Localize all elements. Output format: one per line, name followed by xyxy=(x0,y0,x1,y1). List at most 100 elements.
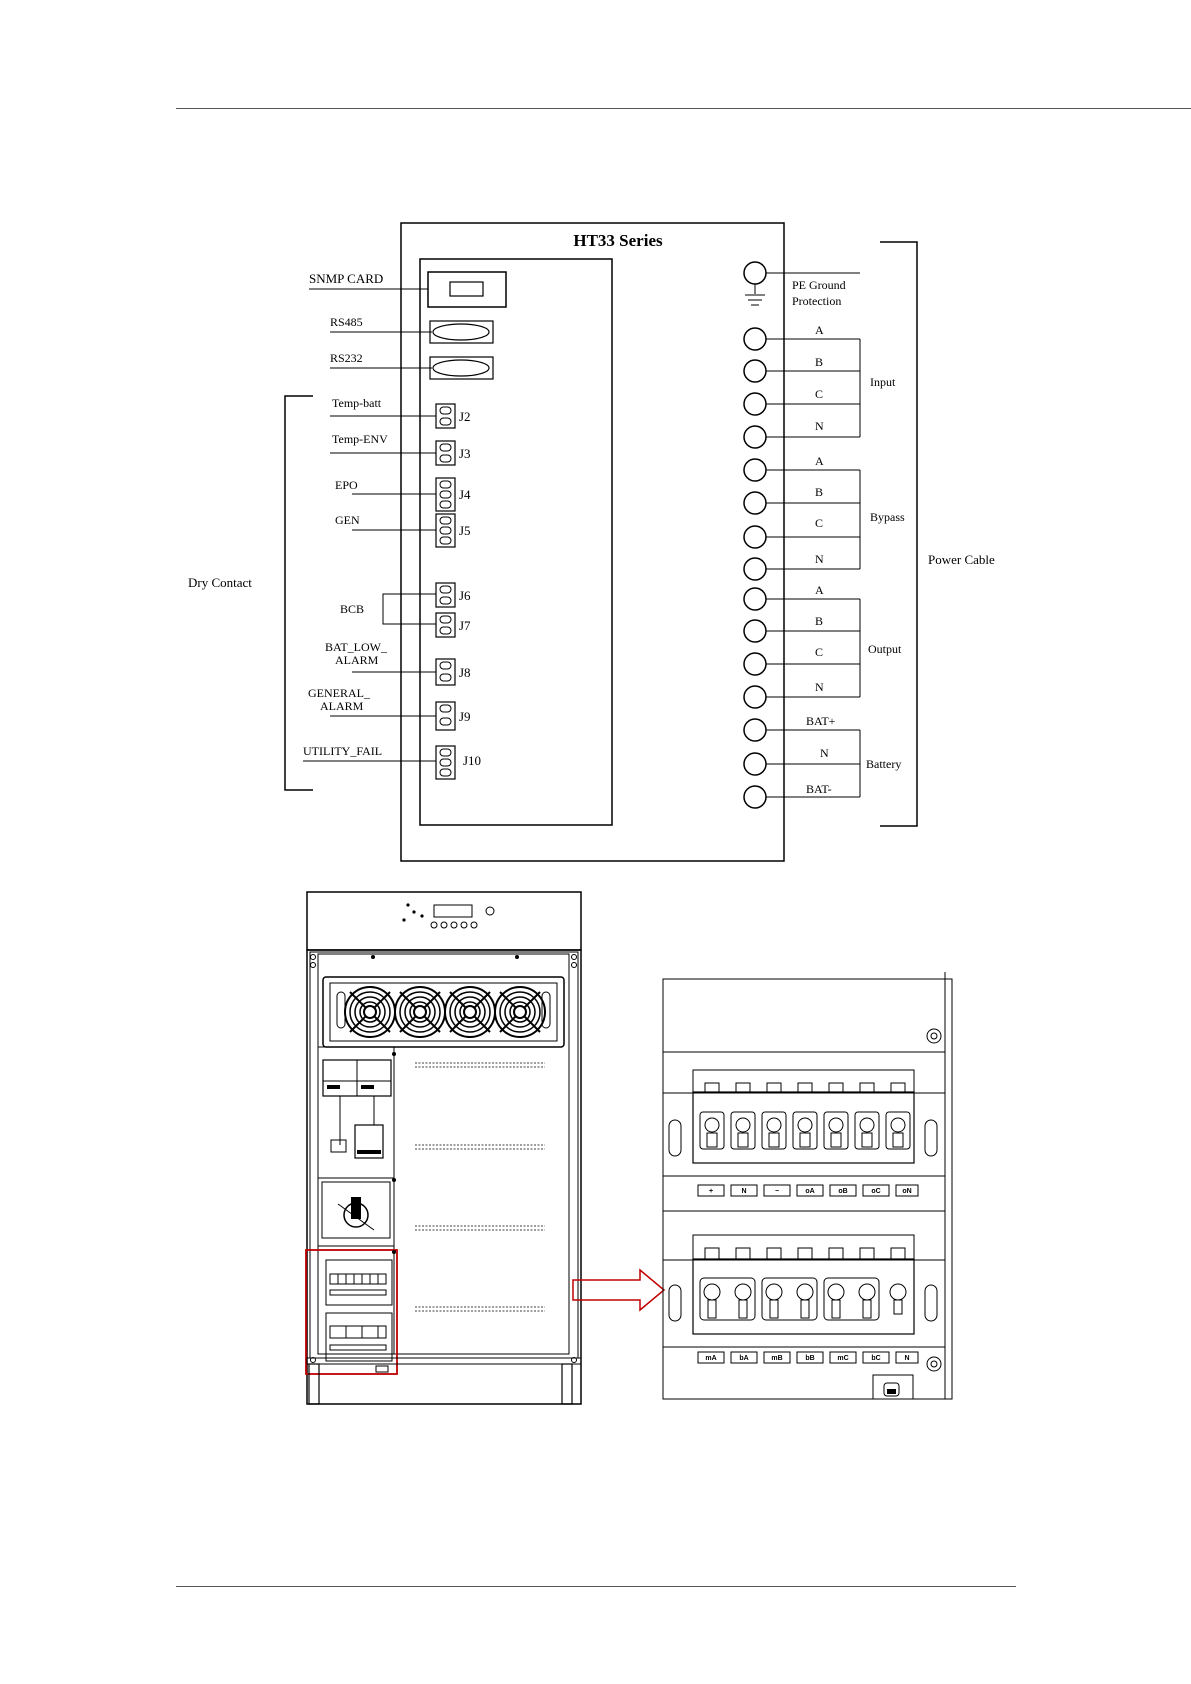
terminal-label: B xyxy=(815,485,823,499)
power-cable-label: Power Cable xyxy=(928,552,995,567)
terminal-tag: N xyxy=(904,1355,909,1362)
cabinet-drawing xyxy=(306,892,581,1404)
terminal-tag: N xyxy=(741,1188,746,1195)
terminal-label: B xyxy=(815,355,823,369)
terminal-label: N xyxy=(815,419,824,433)
vent-rows xyxy=(415,1063,545,1311)
connector-j9 xyxy=(436,702,455,730)
terminal-label: B xyxy=(815,614,823,628)
connector-j10 xyxy=(436,746,455,779)
connector-j5 xyxy=(436,514,455,547)
terminal-tag: mC xyxy=(837,1355,848,1362)
schematic: HT33 Series SNMP CARD RS485 RS232 Dry Co… xyxy=(188,223,995,861)
bottom-label-strip: mA bA mB bB mC bC N xyxy=(698,1352,918,1363)
highlight-box xyxy=(306,1250,397,1374)
contact-label: BAT_LOW_ xyxy=(325,640,388,654)
terminal-label: A xyxy=(815,454,824,468)
contact-label-line2: ALARM xyxy=(335,653,379,667)
terminal-label: A xyxy=(815,583,824,597)
dry-contact-bracket xyxy=(285,396,313,790)
connector-label: J7 xyxy=(459,618,471,633)
pe-label-line2: Protection xyxy=(792,294,841,308)
contact-label: UTILITY_FAIL xyxy=(303,744,382,758)
terminal-tag: oC xyxy=(871,1188,880,1195)
terminal-label: C xyxy=(815,516,823,530)
connector-label: J4 xyxy=(459,487,471,502)
group-label: Input xyxy=(870,375,896,389)
connector-j2 xyxy=(436,404,455,428)
power-cable-bracket xyxy=(880,242,917,826)
zoom-arrow-icon xyxy=(573,1270,664,1310)
group-label: Bypass xyxy=(870,510,905,524)
battery-group: BAT+ N BAT- Battery xyxy=(744,714,901,808)
rs232-label: RS232 xyxy=(330,351,363,365)
connector-label: J6 xyxy=(459,588,471,603)
terminal-label: C xyxy=(815,387,823,401)
connector-j4 xyxy=(436,478,455,511)
terminal-label: C xyxy=(815,645,823,659)
terminal-tag: oB xyxy=(838,1188,847,1195)
comm-ports: SNMP CARD RS485 RS232 xyxy=(309,271,506,379)
group-label: Output xyxy=(868,642,902,656)
connector-label: J10 xyxy=(463,753,481,768)
contact-label: Temp-batt xyxy=(332,396,382,410)
fan-icon xyxy=(345,987,395,1037)
terminal-tag: bC xyxy=(871,1355,880,1362)
terminal-label: N xyxy=(820,746,829,760)
dry-contacts: Dry Contact Temp-batt J2 Temp-ENV J3 EPO… xyxy=(188,396,481,790)
connector-label: J5 xyxy=(459,523,471,538)
connector-label: J8 xyxy=(459,665,471,680)
bottom-terminal-block: mA bA mB bB mC bC N xyxy=(663,1235,945,1363)
pe-label: PE Ground xyxy=(792,278,846,292)
contact-label: EPO xyxy=(335,478,358,492)
terminal-tag: + xyxy=(709,1188,713,1195)
terminal-label: N xyxy=(815,552,824,566)
terminal-tag: mB xyxy=(771,1355,782,1362)
pe-terminal xyxy=(744,262,766,284)
power-terminals: PE Ground Protection A B C N Input xyxy=(744,242,995,826)
terminal-label: BAT- xyxy=(806,782,832,796)
top-label-strip: + N − oA oB oC oN xyxy=(698,1185,918,1196)
terminal-block-detail: + N − oA oB oC oN xyxy=(663,972,952,1399)
connector-j3 xyxy=(436,441,455,465)
connector-label: J9 xyxy=(459,709,471,724)
input-group: A B C N Input xyxy=(744,323,896,448)
bcb-label: BCB xyxy=(340,602,364,616)
contact-label-line2: ALARM xyxy=(320,699,364,713)
control-panel xyxy=(402,903,494,928)
connector-j6 xyxy=(436,583,455,607)
terminal-tag: bA xyxy=(739,1355,748,1362)
snmp-label: SNMP CARD xyxy=(309,271,383,286)
contact-label: GENERAL_ xyxy=(308,686,371,700)
control-board xyxy=(420,259,612,825)
terminal-label: N xyxy=(815,680,824,694)
contact-label: Temp-ENV xyxy=(332,432,388,446)
terminal-label: BAT+ xyxy=(806,714,836,728)
connector-j8 xyxy=(436,659,455,685)
terminal-tag: bB xyxy=(805,1355,814,1362)
group-label: Battery xyxy=(866,757,901,771)
top-terminal-block: + N − oA oB oC oN xyxy=(663,1070,945,1196)
connector-label: J2 xyxy=(459,409,471,424)
contact-label: GEN xyxy=(335,513,360,527)
terminal-block-thumbnail xyxy=(326,1260,392,1372)
connector-label: J3 xyxy=(459,446,471,461)
terminal-tag: − xyxy=(775,1188,779,1195)
terminal-tag: mA xyxy=(705,1355,716,1362)
connector-j7 xyxy=(436,613,455,637)
ups-outline xyxy=(401,223,784,861)
snmp-card-slot xyxy=(428,272,506,307)
bypass-group: A B C N Bypass xyxy=(744,454,905,580)
terminal-tag: oN xyxy=(902,1188,911,1195)
cabinet-top-panel xyxy=(307,892,581,950)
fan-icon xyxy=(445,987,495,1037)
output-group: A B C N Output xyxy=(744,583,902,708)
dry-contact-label: Dry Contact xyxy=(188,575,252,590)
terminal-tag: oA xyxy=(805,1188,814,1195)
terminal-label: A xyxy=(815,323,824,337)
fan-icon xyxy=(395,987,445,1037)
diagram-title: HT33 Series xyxy=(573,231,663,250)
rs485-label: RS485 xyxy=(330,315,363,329)
fan-icon xyxy=(495,987,545,1037)
